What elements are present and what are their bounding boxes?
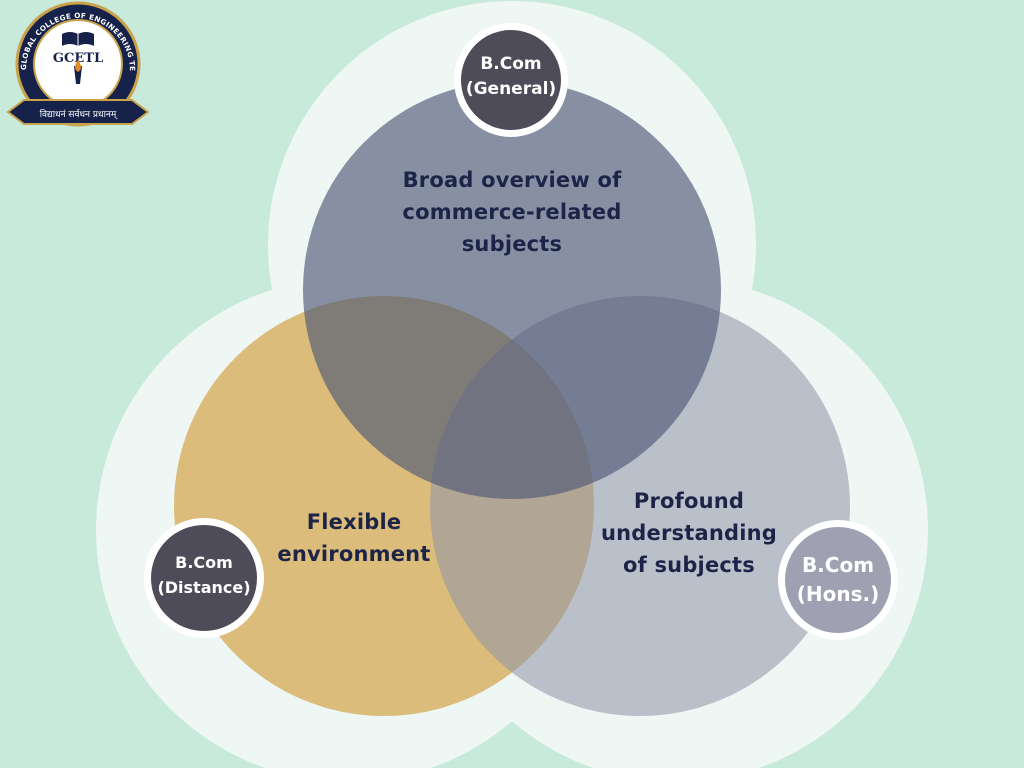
torch-icon — [74, 60, 82, 84]
badge-hons-line-1: B.Com — [801, 553, 875, 577]
badge-general-line-2: (General) — [465, 79, 557, 99]
badge-general — [461, 30, 561, 130]
badge-hons — [785, 527, 891, 633]
label-distance: Flexible environment — [254, 506, 454, 570]
badge-distance-label: B.Com (Distance) — [149, 550, 259, 600]
label-distance-line-1: Flexible — [306, 510, 402, 534]
badge-general-label: B.Com (General) — [456, 52, 566, 102]
logo-abbr: GCETL — [53, 51, 103, 66]
badge-hons-line-2: (Hons.) — [796, 582, 880, 606]
badge-distance-line-2: (Distance) — [157, 578, 251, 597]
gcetl-logo: GLOBAL COLLEGE OF ENGINEERING TECHNOLOGY… — [2, 0, 150, 127]
label-hons-line-2: understanding — [600, 521, 777, 545]
badge-hons-label: B.Com (Hons.) — [783, 551, 893, 609]
label-general: Broad overview of commerce-related subje… — [352, 164, 672, 260]
badge-distance-line-1: B.Com — [175, 553, 233, 572]
logo-motto: विद्याधनं सर्वधन प्रधानम् — [40, 108, 119, 120]
label-hons-line-3: of subjects — [623, 553, 755, 577]
label-distance-line-2: environment — [277, 542, 431, 566]
badge-general-line-1: B.Com — [480, 54, 542, 74]
label-general-line-3: subjects — [461, 232, 563, 256]
book-icon — [62, 32, 94, 46]
circle-general — [303, 81, 721, 499]
label-general-line-2: commerce-related — [402, 200, 622, 224]
label-general-line-1: Broad overview of — [402, 168, 622, 192]
badge-distance — [151, 525, 257, 631]
label-hons: Profound understanding of subjects — [584, 485, 794, 581]
label-hons-line-1: Profound — [633, 489, 745, 513]
